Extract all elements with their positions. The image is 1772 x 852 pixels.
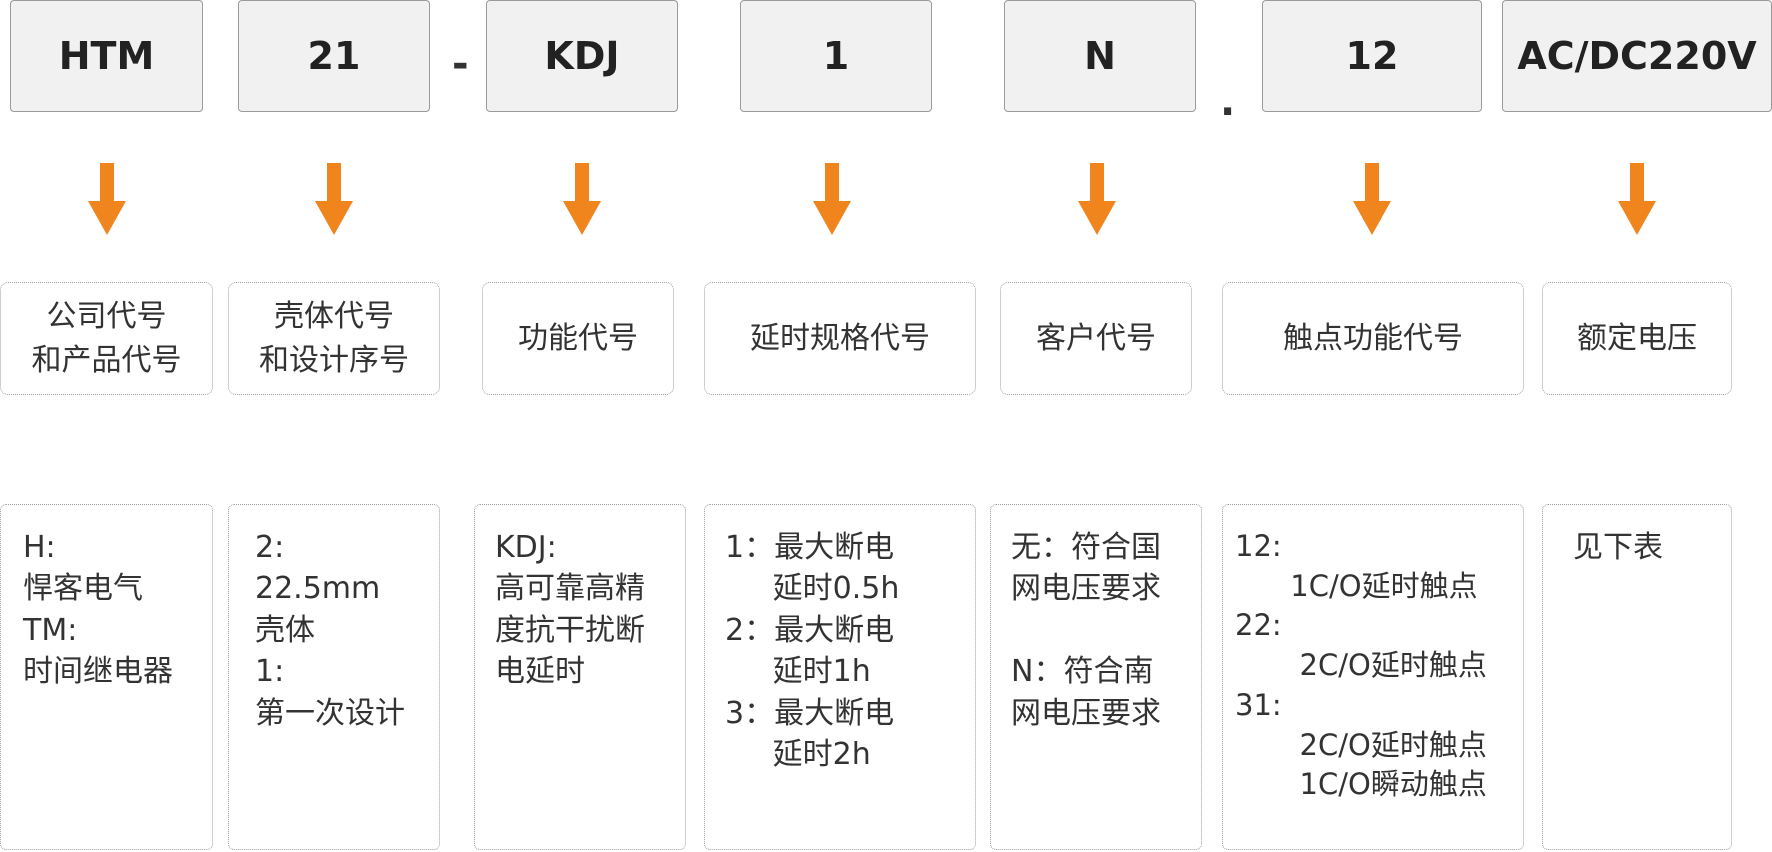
code-box-company: HTM (10, 0, 203, 112)
code-text: 12 (1345, 34, 1399, 78)
down-arrow-icon (1618, 163, 1656, 235)
down-arrow-icon (563, 163, 601, 235)
label-customer-code: 客户代号 (1000, 282, 1192, 395)
down-arrow-icon (813, 163, 851, 235)
code-text: 21 (307, 34, 361, 78)
desc-housing-design: 2: 22.5mm 壳体 1: 第一次设计 (228, 504, 440, 850)
code-box-customer: N (1004, 0, 1196, 112)
desc-customer: 无：符合国 网电压要求 N：符合南 网电压要求 (990, 504, 1202, 850)
label-rated-voltage: 额定电压 (1542, 282, 1732, 395)
label-text: 客户代号 (1036, 320, 1156, 356)
code-box-voltage: AC/DC220V (1502, 0, 1772, 112)
code-text: HTM (58, 34, 155, 78)
desc-rated-voltage: 见下表 (1542, 504, 1732, 850)
down-arrow-icon (1353, 163, 1391, 235)
label-text: 公司代号 和产品代号 (31, 299, 182, 378)
code-box-function: KDJ (486, 0, 678, 112)
code-text: 1 (822, 34, 850, 78)
label-text: 壳体代号 和设计序号 (259, 299, 409, 378)
code-text: KDJ (544, 34, 620, 78)
code-text: N (1084, 34, 1116, 78)
down-arrow-icon (88, 163, 126, 235)
label-contact-function-code: 触点功能代号 (1222, 282, 1524, 395)
label-function-code: 功能代号 (482, 282, 674, 395)
code-box-delay: 1 (740, 0, 932, 112)
label-delay-spec-code: 延时规格代号 (704, 282, 976, 395)
code-text: AC/DC220V (1517, 34, 1757, 78)
desc-company-product: H: 悍客电气 TM: 时间继电器 (0, 504, 213, 850)
down-arrow-icon (315, 163, 353, 235)
label-company-product-code: 公司代号 和产品代号 (0, 282, 213, 395)
desc-delay-spec: 1：最大断电 延时0.5h 2：最大断电 延时1h 3：最大断电 延时2h (704, 504, 976, 850)
label-text: 额定电压 (1577, 320, 1697, 356)
desc-function: KDJ: 高可靠高精 度抗干扰断 电延时 (474, 504, 686, 850)
down-arrow-icon (1078, 163, 1116, 235)
label-housing-design-code: 壳体代号 和设计序号 (228, 282, 440, 395)
label-text: 延时规格代号 (750, 320, 930, 356)
desc-contact-function: 12: 1C/O延时触点 22: 2C/O延时触点 31: 2C/O延时触点 1… (1222, 504, 1524, 850)
code-box-housing: 21 (238, 0, 430, 112)
dash-separator: - (452, 41, 469, 87)
label-text: 功能代号 (518, 320, 638, 356)
code-box-contact: 12 (1262, 0, 1482, 112)
label-text: 触点功能代号 (1283, 320, 1463, 356)
dot-separator: . (1220, 79, 1236, 125)
